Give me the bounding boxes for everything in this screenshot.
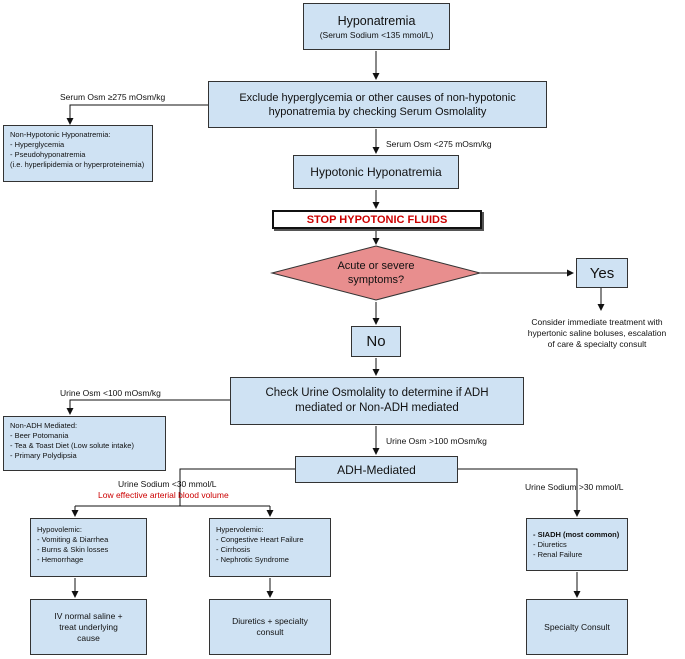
hypovolemic-box: Hypovolemic: - Vomiting & Diarrhea - Bur… xyxy=(30,518,147,577)
non-hypotonic-title: Non-Hypotonic Hyponatremia: xyxy=(10,130,111,139)
list-item: - Primary Polydipsia xyxy=(10,451,77,460)
list-item: - Renal Failure xyxy=(533,549,583,559)
exclude-line2: hyponatremia by checking Serum Osmolalit… xyxy=(268,105,487,118)
list-item: - Hyperglycemia xyxy=(10,140,65,149)
list-item: (i.e. hyperlipidemia or hyperproteinemia… xyxy=(10,160,145,169)
hypervolemic-title: Hypervolemic: xyxy=(216,525,264,534)
urine-osm-low-label: Urine Osm <100 mOsm/kg xyxy=(60,388,161,398)
urine-sodium-low-label: Urine Sodium <30 mmol/L xyxy=(118,479,217,489)
list-item: - Congestive Heart Failure xyxy=(216,535,304,544)
specialty-consult-box: Specialty Consult xyxy=(526,599,628,655)
list-item: - Pseudohyponatremia xyxy=(10,150,86,159)
edge-exclude-nonhypotonic xyxy=(66,104,208,125)
edge-check-nonadh xyxy=(66,399,230,415)
check-urine-line1: Check Urine Osmolality to determine if A… xyxy=(265,387,489,399)
adh-mediated-title: ADH-Mediated xyxy=(337,462,416,477)
no-label: No xyxy=(366,333,386,350)
non-hypotonic-box: Non-Hypotonic Hyponatremia: - Hyperglyce… xyxy=(3,125,153,182)
hypervolemic-list: - Congestive Heart Failure - Cirrhosis -… xyxy=(216,535,304,565)
list-item: - Hemorrhage xyxy=(37,555,84,564)
iv-line: cause xyxy=(77,632,100,643)
no-box: No xyxy=(351,326,401,357)
adh-mediated-box: ADH-Mediated xyxy=(295,456,458,483)
yes-label: Yes xyxy=(589,264,615,282)
siadh-list: - Diuretics - Renal Failure xyxy=(533,540,582,560)
exclude-box: Exclude hyperglycemia or other causes of… xyxy=(208,81,547,128)
specialty-label: Specialty Consult xyxy=(544,622,610,632)
stop-hypotonic-fluids-box: STOP HYPOTONIC FLUIDS xyxy=(272,210,482,229)
consider-line: hypertonic saline boluses, escalation xyxy=(527,328,667,338)
non-adh-title: Non-ADH Mediated: xyxy=(10,421,78,430)
hyponatremia-title: Hyponatremia xyxy=(337,13,416,28)
acute-diamond-shape xyxy=(270,245,482,301)
edge-adh-left xyxy=(179,468,295,506)
iv-line: treat underlying xyxy=(59,621,118,632)
hyponatremia-box: Hyponatremia (Serum Sodium <135 mmol/L) xyxy=(303,3,450,50)
consider-line: of care & specialty consult xyxy=(547,339,647,349)
siadh-box: - SIADH (most common) - Diuretics - Rena… xyxy=(526,518,628,571)
check-urine-box: Check Urine Osmolality to determine if A… xyxy=(230,377,524,425)
siadh-title: - SIADH (most common) xyxy=(533,529,620,539)
diuretics-line: consult xyxy=(256,627,284,637)
edge-adh-siadh xyxy=(458,468,581,517)
check-urine-line2: mediated or Non-ADH mediated xyxy=(295,402,459,414)
non-adh-list: - Beer Potomania - Tea & Toast Diet (Low… xyxy=(10,431,134,461)
stop-label: STOP HYPOTONIC FLUIDS xyxy=(306,213,448,226)
hypervolemic-box: Hypervolemic: - Congestive Heart Failure… xyxy=(209,518,331,577)
exclude-line1: Exclude hyperglycemia or other causes of… xyxy=(239,91,516,104)
low-blood-volume-note: Low effective arterial blood volume xyxy=(98,490,229,500)
urine-osm-high-label: Urine Osm >100 mOsm/kg xyxy=(386,436,487,446)
hypovolemic-title: Hypovolemic: xyxy=(37,525,83,534)
non-hypotonic-list: - Hyperglycemia - Pseudohyponatremia (i.… xyxy=(10,140,144,170)
serum-osm-low-label: Serum Osm <275 mOsm/kg xyxy=(386,139,492,149)
yes-box: Yes xyxy=(576,258,628,288)
hypotonic-title: Hypotonic Hyponatremia xyxy=(310,165,442,179)
diuretics-box: Diuretics + specialty consult xyxy=(209,599,331,655)
hyponatremia-subtitle: (Serum Sodium <135 mmol/L) xyxy=(319,29,434,40)
iv-line: IV normal saline + xyxy=(54,610,123,621)
urine-sodium-high-label: Urine Sodium >30 mmol/L xyxy=(525,482,624,492)
list-item: - Burns & Skin losses xyxy=(37,545,109,554)
consider-line: Consider immediate treatment with xyxy=(531,317,663,327)
consider-text: Consider immediate treatment with hypert… xyxy=(508,317,685,350)
non-adh-box: Non-ADH Mediated: - Beer Potomania - Tea… xyxy=(3,416,166,471)
list-item: - Cirrhosis xyxy=(216,545,251,554)
list-item: - Vomiting & Diarrhea xyxy=(37,535,109,544)
serum-osm-high-label: Serum Osm ≥275 mOsm/kg xyxy=(60,92,166,102)
list-item: - Beer Potomania xyxy=(10,431,69,440)
hypovolemic-list: - Vomiting & Diarrhea - Burns & Skin los… xyxy=(37,535,108,565)
acute-line1: Acute or severe xyxy=(337,260,415,272)
acute-line2: symptoms? xyxy=(347,274,405,286)
list-item: - Tea & Toast Diet (Low solute intake) xyxy=(10,441,134,450)
acute-diamond-text: Acute or severe symptoms? xyxy=(306,259,446,287)
iv-saline-box: IV normal saline + treat underlying caus… xyxy=(30,599,147,655)
diuretics-line: Diuretics + specialty xyxy=(232,616,308,626)
hypotonic-box: Hypotonic Hyponatremia xyxy=(293,155,459,189)
list-item: - Diuretics xyxy=(533,539,567,549)
list-item: - Nephrotic Syndrome xyxy=(216,555,289,564)
